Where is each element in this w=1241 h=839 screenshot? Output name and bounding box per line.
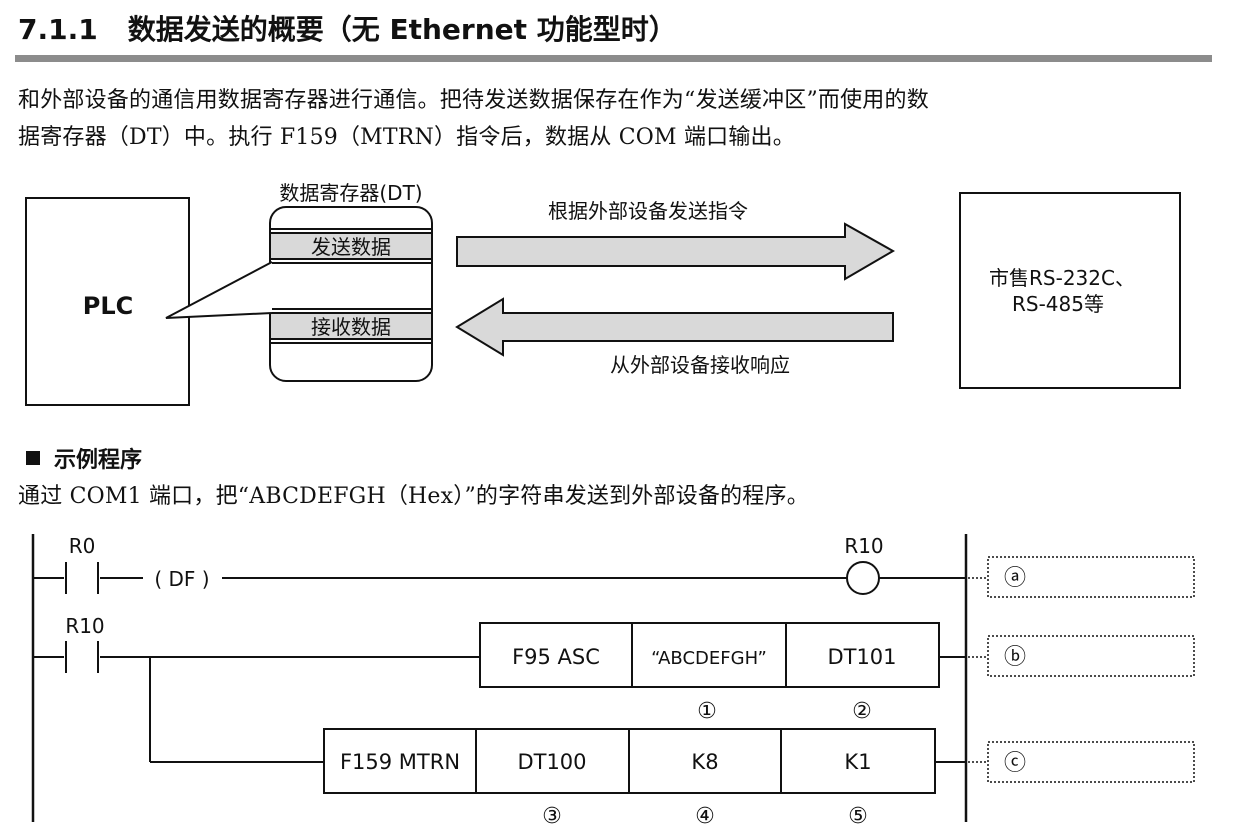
section-title: 数据发送的概要（无 Ethernet 功能型时）	[127, 13, 677, 46]
intro-paragraph-line-1: 和外部设备的通信用数据寄存器进行通信。把待发送数据保存在作为“发送缓冲区”而使用…	[18, 88, 929, 113]
f159-operand-dt100: DT100	[517, 750, 586, 774]
send-data-cell	[269, 232, 433, 260]
marker-b: ⓑ	[1004, 645, 1026, 670]
send-arrow-label: 根据外部设备发送指令	[548, 199, 748, 223]
square-bullet-icon	[26, 451, 40, 465]
example-description: 通过 COM1 端口，把“ABCDEFGH（Hex）”的字符串发送到外部设备的程…	[18, 484, 809, 509]
marker-c: ⓒ	[1004, 751, 1026, 776]
external-device-box	[959, 192, 1181, 389]
external-device-line-2: RS-485等	[1012, 292, 1104, 316]
operand-number-4: ④	[695, 804, 715, 829]
receive-arrow-label: 从外部设备接收响应	[610, 353, 790, 377]
f159-operand-k1: K1	[844, 750, 871, 774]
operand-number-1: ①	[697, 699, 717, 724]
intro-paragraph-line-2: 据寄存器（DT）中。执行 F159（MTRN）指令后，数据从 COM 端口输出。	[18, 125, 795, 150]
df-instruction: ( DF )	[154, 567, 209, 591]
heading-rule	[15, 55, 1212, 62]
receive-arrow	[455, 297, 894, 357]
marker-b-box	[987, 635, 1195, 677]
f95-operand-dt101: DT101	[827, 645, 896, 669]
operand-number-3: ③	[542, 804, 562, 829]
f159-opcode: F159 MTRN	[340, 750, 460, 774]
marker-a-box	[987, 556, 1195, 598]
f95-instruction-box	[479, 622, 940, 688]
f159-operand-k8: K8	[691, 750, 718, 774]
send-arrow	[456, 222, 896, 281]
plc-box	[25, 197, 190, 406]
external-device-line-1: 市售RS-232C、	[989, 266, 1135, 290]
contact-r10-label: R10	[65, 614, 104, 638]
coil-r10	[846, 561, 880, 595]
recv-data-label: 接收数据	[311, 315, 391, 339]
plc-label: PLC	[83, 292, 134, 320]
dt-title: 数据寄存器(DT)	[279, 181, 422, 205]
communication-diagram: PLC 数据寄存器(DT) 发送数据 接收数据 根据外部设备发送指令 从外部设备…	[25, 181, 1181, 406]
coil-r10-label: R10	[844, 534, 883, 558]
section-number: 7.1.1	[18, 13, 98, 46]
operand-number-2: ②	[852, 699, 872, 724]
recv-data-cell	[269, 312, 433, 340]
ladder-program: R0 ( DF ) R10 ⓐ R10 F95 ASC “ABCDEFGH” D…	[31, 534, 1195, 829]
send-data-label: 发送数据	[311, 235, 391, 259]
example-heading: 示例程序	[26, 442, 142, 474]
marker-c-box	[987, 741, 1195, 783]
f95-opcode: F95 ASC	[512, 645, 600, 669]
marker-a: ⓐ	[1004, 566, 1026, 591]
example-title: 示例程序	[54, 448, 143, 473]
plc-callout	[165, 261, 273, 319]
section-heading: 7.1.1 数据发送的概要（无 Ethernet 功能型时）	[18, 8, 677, 48]
contact-r0-label: R0	[69, 534, 96, 558]
f95-operand-string: “ABCDEFGH”	[651, 648, 767, 669]
operand-number-5: ⑤	[848, 804, 868, 829]
